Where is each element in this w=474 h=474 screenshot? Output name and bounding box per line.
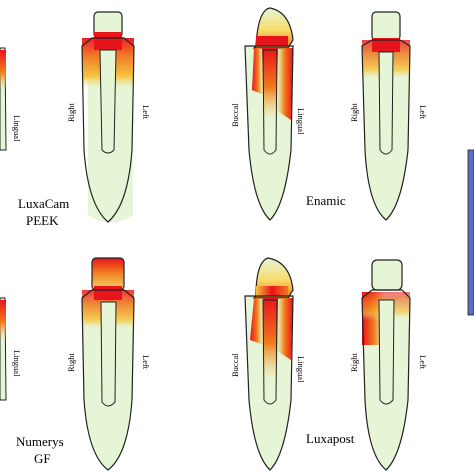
label-lingual-br: Lingual [296,356,306,383]
material-luxacam: LuxaCam [18,196,69,211]
partial-tooth-top-left [0,47,7,151]
label-left-br: Left [418,355,428,370]
tooth-luxacam-peek [81,11,135,223]
label-lingual-tl: Lingual [12,115,22,142]
label-right-tr: Right [349,102,359,122]
label-lingual-bl: Lingual [12,350,22,377]
label-left-bl: Left [141,355,151,370]
material-gf: GF [34,451,51,466]
tooth-enamic-right-left [361,11,411,221]
label-buccal-br: Buccal [230,353,240,377]
partial-tooth-bottom-left [0,297,7,401]
label-left-tl: Left [141,105,151,120]
label-buccal-tr: Buccal [230,103,240,127]
label-lingual-tr: Lingual [296,108,306,135]
label-left-tr: Left [418,105,428,120]
color-scale-bar [467,149,474,316]
material-luxapost: Luxapost [306,431,355,446]
label-right-br: Right [349,352,359,372]
label-right-tl: Right [66,102,76,122]
material-peek: PEEK [26,213,59,228]
tooth-enamic-buccal-lingual [244,7,294,221]
material-enamic: Enamic [306,193,346,208]
material-numerys: Numerys [16,434,64,449]
tooth-luxapost-right-left [361,259,411,471]
tooth-numerys-gf [81,257,135,471]
tooth-luxapost-buccal-lingual [244,257,294,471]
label-right-bl: Right [66,352,76,372]
